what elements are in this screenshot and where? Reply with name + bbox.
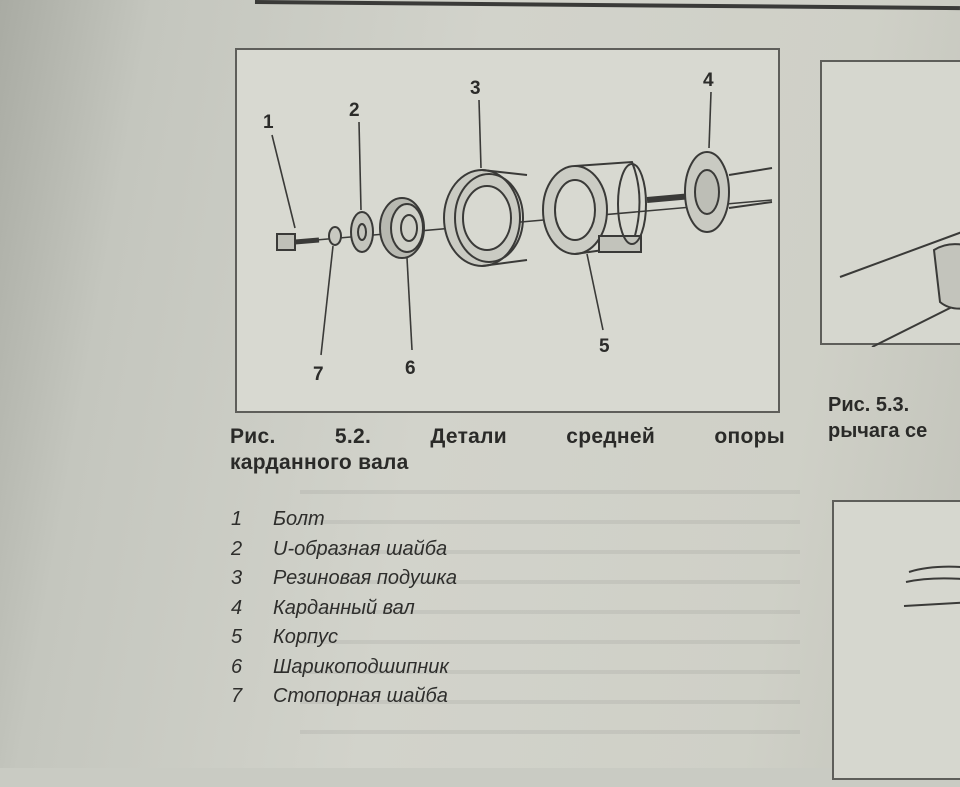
figure-5-3-frame <box>820 60 960 348</box>
figure-5-3-caption: Рис. 5.3. рычага се <box>828 392 960 444</box>
legend-label: Болт <box>273 508 325 531</box>
leader-lines <box>271 91 712 356</box>
caption-word: Рис. <box>230 425 276 448</box>
ball-bearing-part <box>379 197 425 259</box>
part-number-5: 5 <box>599 336 610 357</box>
legend-number: 1 <box>231 508 243 531</box>
legend-number: 3 <box>231 567 243 590</box>
caption-word: опоры <box>714 425 785 448</box>
part-number-4: 4 <box>703 70 714 91</box>
legend-number: 4 <box>231 596 243 619</box>
legend-number: 6 <box>231 655 243 678</box>
next-figure-partial <box>903 565 960 607</box>
housing-part <box>542 160 647 255</box>
parts-legend: 1 Болт 2 U-образная шайба 3 Резиновая по… <box>225 505 645 712</box>
bolt-part <box>276 233 320 251</box>
part-number-1: 1 <box>263 112 274 133</box>
legend-label: Стопорная шайба <box>273 685 448 708</box>
part-number-2: 2 <box>349 100 360 121</box>
driveshaft-part <box>646 151 773 233</box>
legend-item: 4 Карданный вал <box>225 594 645 624</box>
legend-item: 2 U-образная шайба <box>225 535 645 565</box>
driveshaft-support-diagram: 1 2 3 4 5 6 7 <box>263 70 773 385</box>
legend-item: 6 Шарикоподшипник <box>225 653 645 683</box>
legend-item: 1 Болт <box>225 505 645 535</box>
caption-word: 5.2. <box>334 425 372 448</box>
caption-word: Детали <box>430 425 507 448</box>
part-number-7: 7 <box>313 364 324 385</box>
lever-diagram-partial <box>839 231 960 348</box>
caption-line-2: карданного вала <box>230 451 409 474</box>
figure-caption: Рис. 5.2. Детали средней опоры карданног… <box>230 424 785 476</box>
caption-line-1: Рис. 5.2. Детали средней опоры <box>230 424 785 450</box>
legend-number: 7 <box>231 685 243 708</box>
u-washer-part <box>350 211 374 253</box>
legend-label: Корпус <box>273 626 339 649</box>
legend-label: Резиновая подушка <box>273 567 458 590</box>
caption-line-1: Рис. 5.3. <box>828 394 910 416</box>
legend-label: Карданный вал <box>273 596 415 619</box>
part-number-3: 3 <box>470 78 481 99</box>
rubber-cushion-part <box>443 169 528 267</box>
caption-word: средней <box>566 425 656 448</box>
figure-5-2-frame: 1 2 3 4 5 6 7 <box>235 48 780 413</box>
legend-label: U-образная шайба <box>273 537 448 560</box>
next-figure-frame <box>832 500 960 780</box>
legend-label: Шарикоподшипник <box>273 655 449 678</box>
legend-number: 5 <box>231 626 243 649</box>
bleed-through-text <box>300 470 800 760</box>
part-number-6: 6 <box>405 358 416 379</box>
caption-line-2: рычага се <box>828 420 928 442</box>
lock-washer-part <box>328 226 342 246</box>
legend-item: 7 Стопорная шайба <box>225 682 645 712</box>
legend-item: 5 Корпус <box>225 623 645 653</box>
legend-item: 3 Резиновая подушка <box>225 564 645 594</box>
legend-number: 2 <box>231 537 243 560</box>
